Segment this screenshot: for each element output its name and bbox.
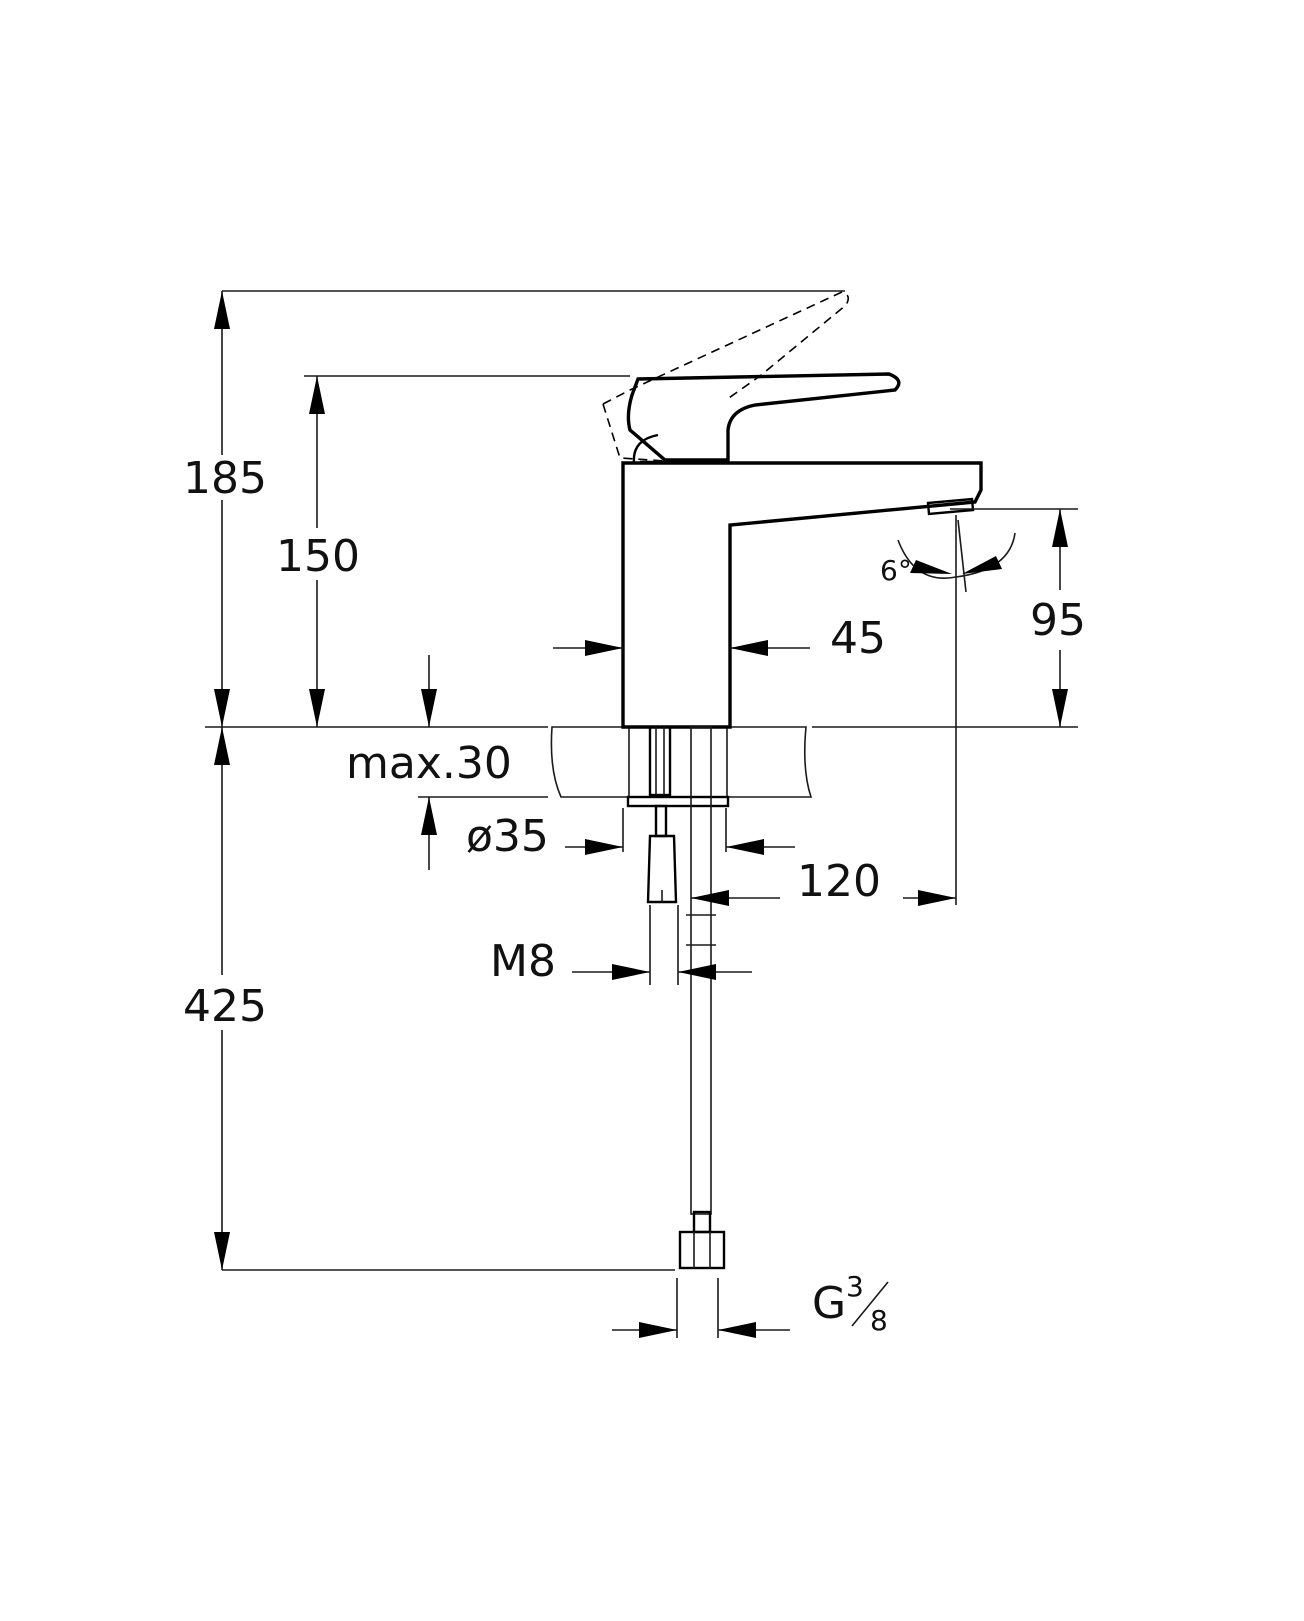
connection-g-letter: G	[812, 1278, 846, 1329]
dimension-lines	[214, 291, 1068, 1338]
label-425: 425	[183, 981, 267, 1032]
label-max30: max.30	[346, 738, 512, 789]
faucet-body	[602, 291, 983, 729]
label-connection-g38: G 3 8	[812, 1270, 889, 1337]
countertop-section	[550, 726, 813, 798]
fixing-assembly	[626, 725, 730, 904]
label-45: 45	[830, 613, 886, 664]
label-150: 150	[276, 531, 360, 582]
label-95: 95	[1030, 595, 1086, 646]
extension-lines	[205, 290, 1078, 1338]
flexible-hose	[678, 726, 726, 1270]
connection-numerator: 3	[846, 1270, 864, 1303]
label-185: 185	[183, 453, 267, 504]
label-swivel-angle: 6°	[880, 554, 912, 587]
label-m8: M8	[490, 936, 556, 987]
label-diameter-35: ø35	[466, 811, 549, 862]
label-120: 120	[797, 856, 881, 907]
dimension-labels: 185 150 95 45 max.30 ø35 120 M8 425 6° G…	[183, 453, 1086, 1337]
connection-denominator: 8	[870, 1304, 888, 1337]
